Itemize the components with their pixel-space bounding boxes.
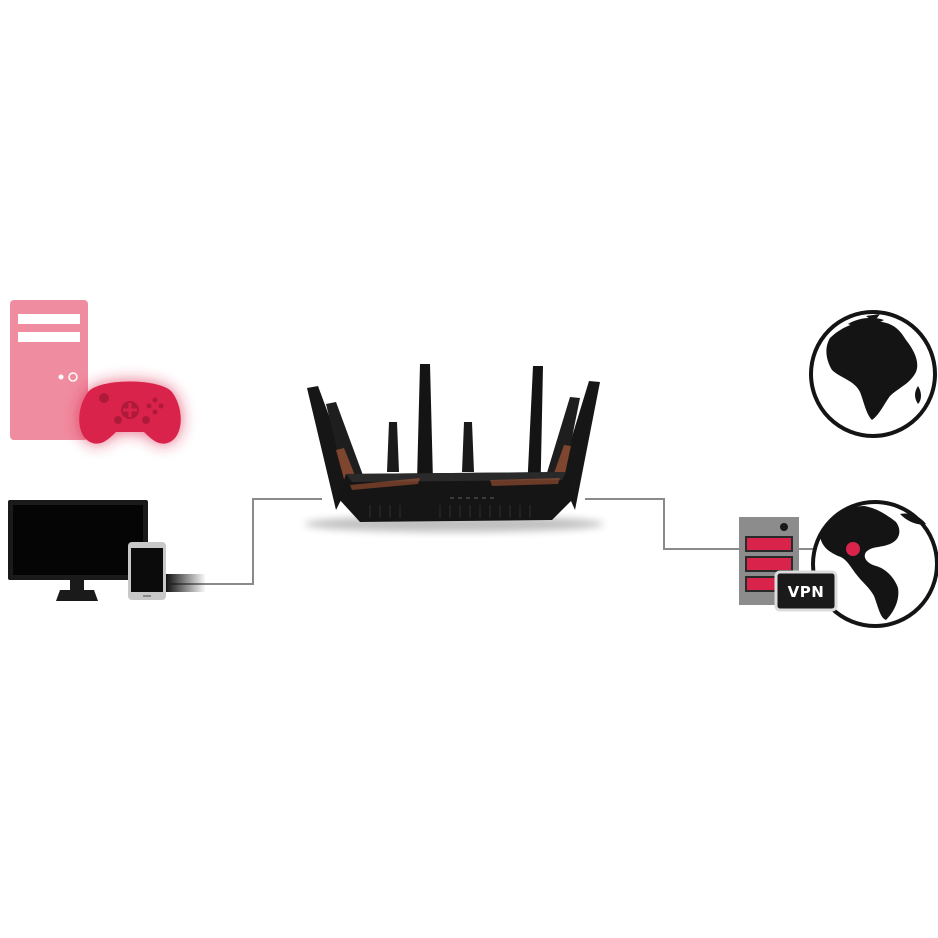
desktop-tower-icon xyxy=(10,300,88,440)
gamepad-icon xyxy=(79,381,181,444)
vpn-badge-label: VPN xyxy=(788,583,825,601)
vpn-badge: VPN xyxy=(774,570,838,612)
wire-router-to-vpn xyxy=(585,498,742,550)
globe-africa-icon xyxy=(809,310,937,438)
globe-americas-icon xyxy=(811,500,938,628)
wire-devices-to-router xyxy=(170,498,322,585)
monitor-icon xyxy=(8,500,148,601)
phone-icon xyxy=(128,542,206,600)
wifi-router-icon xyxy=(304,364,604,532)
